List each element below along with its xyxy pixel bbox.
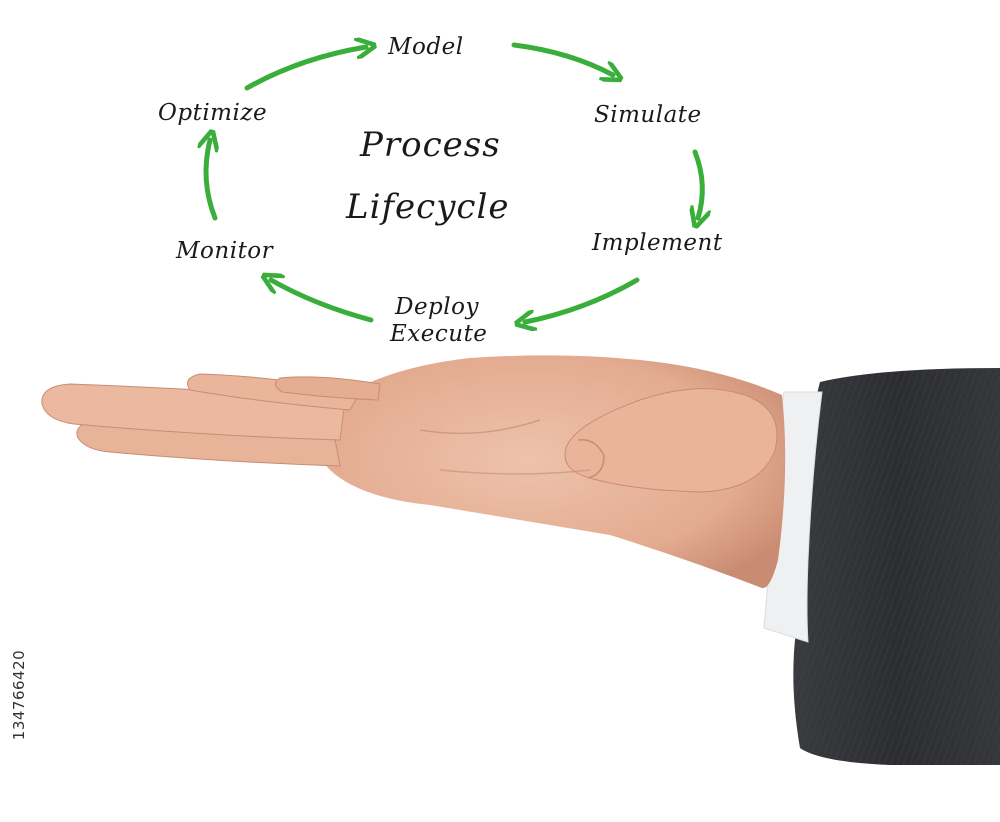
stock-id-text: 134766420 <box>10 649 28 741</box>
arrow-monitor-to-optimize <box>206 140 215 221</box>
center-title-line2: Lifecycle <box>346 187 510 227</box>
step-execute: Execute <box>390 321 488 347</box>
arrow-simulate-to-implement <box>695 149 702 218</box>
open-hand <box>41 355 786 589</box>
stock-id-label: 134766420 <box>6 590 32 800</box>
arrow-implement-to-deploy <box>525 277 640 322</box>
suit-sleeve <box>793 368 1000 765</box>
arrow-deploy-to-monitor <box>271 280 374 323</box>
step-optimize: Optimize <box>158 100 268 126</box>
step-model: Model <box>388 34 464 60</box>
thumb <box>564 388 778 493</box>
step-monitor: Monitor <box>176 238 274 264</box>
finger <box>275 376 381 401</box>
center-title-line1: Process <box>360 125 501 165</box>
step-simulate: Simulate <box>594 102 702 128</box>
cycle-arrows <box>206 45 702 322</box>
step-deploy: Deploy <box>395 294 479 320</box>
arrow-optimize-to-model <box>244 47 366 91</box>
step-implement: Implement <box>592 230 723 256</box>
arrow-model-to-simulate <box>511 42 613 75</box>
